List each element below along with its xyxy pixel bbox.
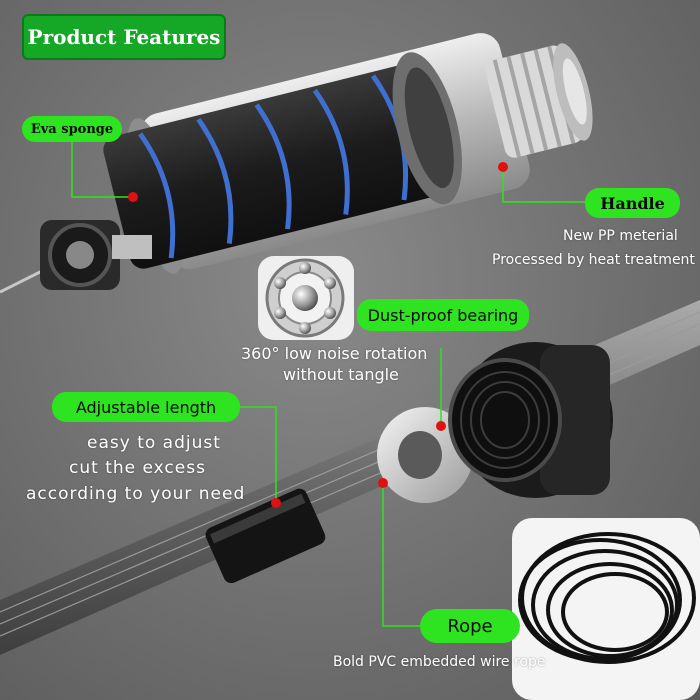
adjustable-desc-line3: according to your need xyxy=(26,484,246,504)
leader-lines xyxy=(71,142,585,627)
dust-proof-bearing-label: Dust-proof bearing xyxy=(357,299,529,331)
handle-tube xyxy=(103,33,593,274)
adjustable-desc-line1: easy to adjust xyxy=(87,433,221,453)
rope-coil xyxy=(512,518,700,700)
adjuster-sleeve xyxy=(205,488,326,584)
foam-grip xyxy=(103,62,451,269)
handle-desc-line1: New PP meterial xyxy=(563,228,678,244)
rope-label: Rope xyxy=(420,609,520,643)
adjustable-length-label: Adjustable length xyxy=(52,392,240,422)
handle-desc-line2: Processed by heat treatment xyxy=(492,252,695,268)
bearing-desc-line1: 360° low noise rotation xyxy=(241,344,428,363)
page-title: Product Features xyxy=(22,14,226,60)
rope-desc-line1: Bold PVC embedded wire rope xyxy=(333,654,546,670)
eva-sponge-label: Eva sponge xyxy=(22,116,122,142)
bearing-housing xyxy=(448,342,613,498)
markers xyxy=(128,162,508,508)
bearing-desc-line2: without tangle xyxy=(283,365,399,384)
bearing-cap-left xyxy=(40,220,152,290)
adjustable-desc-line2: cut the excess xyxy=(69,458,206,478)
handle-label: Handle xyxy=(585,188,680,218)
ball-bearing xyxy=(258,256,354,340)
